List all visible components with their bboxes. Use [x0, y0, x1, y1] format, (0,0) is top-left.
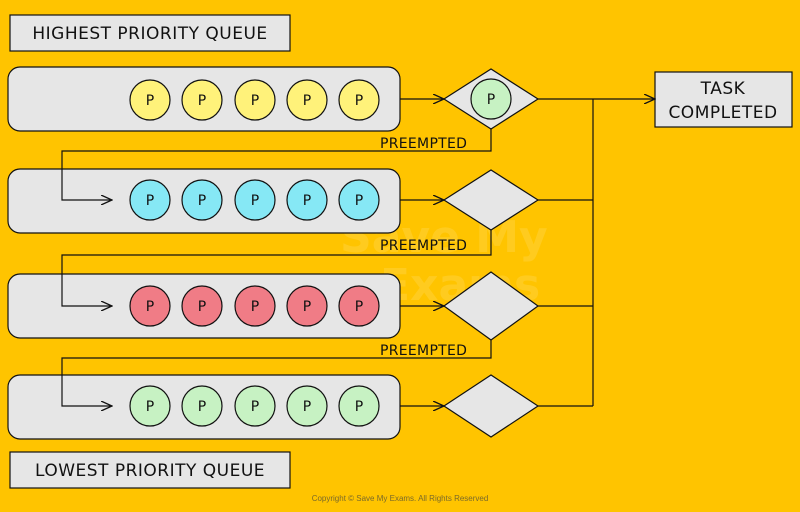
process-circle [129, 179, 171, 221]
process-label: P [146, 193, 154, 209]
preempt-arrow-1 [61, 129, 492, 200]
process-circle [129, 385, 171, 427]
lowest-priority-label: LOWEST PRIORITY QUEUE [35, 461, 265, 481]
process-label: P [355, 93, 363, 109]
process-circle [181, 79, 223, 121]
process-circle [286, 385, 328, 427]
process-label: P [303, 299, 311, 315]
process-label: P [198, 399, 206, 415]
process-circle [286, 79, 328, 121]
process-circle [234, 285, 276, 327]
process-label: P [251, 299, 259, 315]
process-circle [181, 385, 223, 427]
process-circle [286, 179, 328, 221]
process-label: P [198, 193, 206, 209]
queue-1-processes: P P P P P [129, 79, 380, 121]
process-label: P [355, 299, 363, 315]
process-label: P [303, 399, 311, 415]
preempted-label-1: PREEMPTED [380, 136, 467, 152]
process-circle [338, 79, 380, 121]
process-label: P [146, 399, 154, 415]
process-circle [234, 179, 276, 221]
process-circle [338, 179, 380, 221]
process-circle [129, 285, 171, 327]
preempt-arrow-2 [61, 230, 492, 306]
process-label: P [355, 399, 363, 415]
process-label: P [251, 93, 259, 109]
process-circle [129, 79, 171, 121]
cpu-diamond-4 [442, 374, 540, 438]
queue-3-processes: P P P P P [129, 285, 380, 327]
process-label: P [251, 193, 259, 209]
preempted-label-3: PREEMPTED [380, 343, 467, 359]
process-label: P [198, 299, 206, 315]
process-circle [181, 285, 223, 327]
task-completed-line2: COMPLETED [668, 103, 777, 123]
process-circle [338, 385, 380, 427]
process-circle [286, 285, 328, 327]
queue-2-processes: P P P P P [129, 179, 380, 221]
process-label: P [303, 193, 311, 209]
process-circle [234, 79, 276, 121]
task-completed-line1: TASK [700, 79, 746, 99]
highest-priority-label-box [9, 14, 291, 52]
process-label: P [146, 299, 154, 315]
process-label: P [303, 93, 311, 109]
process-circle [338, 285, 380, 327]
copyright-text: Copyright © Save My Exams. All Rights Re… [312, 494, 489, 503]
running-process-circle [470, 78, 512, 120]
process-label: P [355, 193, 363, 209]
process-label: P [146, 93, 154, 109]
process-label: P [251, 399, 259, 415]
preempted-label-2: PREEMPTED [380, 238, 467, 254]
running-process-label: P [487, 92, 495, 108]
process-circle [181, 179, 223, 221]
lowest-priority-label-box [9, 451, 291, 489]
task-completed-box [654, 71, 793, 128]
process-circle [234, 385, 276, 427]
queue-4-processes: P P P P P [129, 385, 380, 427]
preempt-arrow-3 [61, 340, 492, 406]
highest-priority-label: HIGHEST PRIORITY QUEUE [32, 24, 267, 44]
process-label: P [198, 93, 206, 109]
